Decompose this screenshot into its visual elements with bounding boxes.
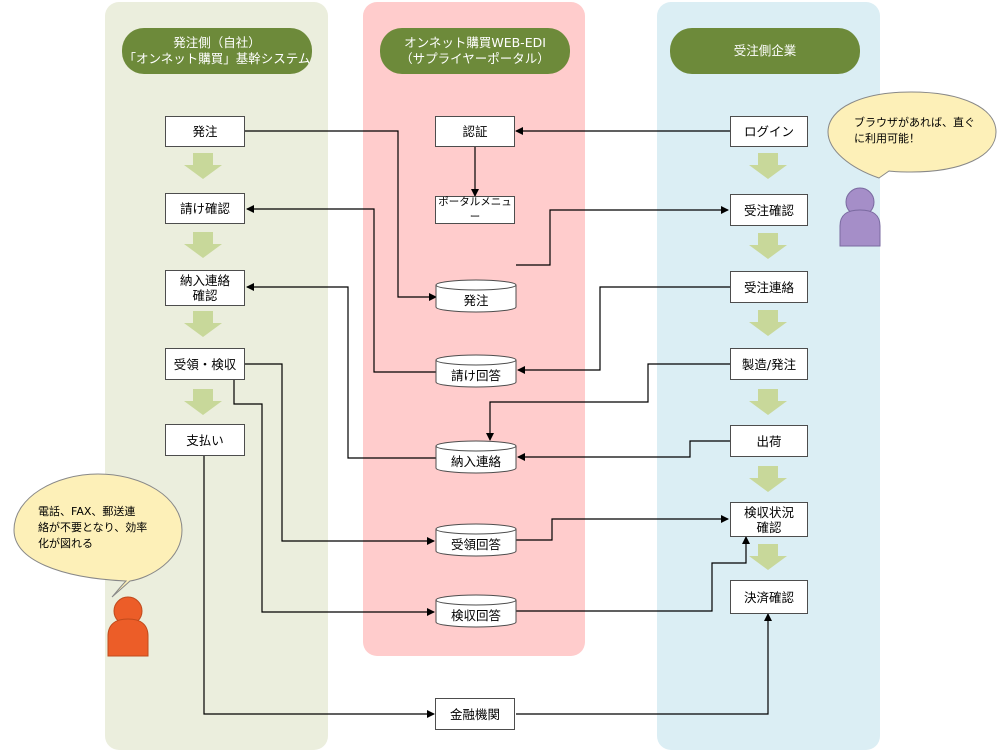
lane-header-edi-line1: オンネット購買WEB-EDI <box>404 35 546 50</box>
lane-header-buyer-line2: 「オンネット購買」基幹システム <box>123 51 311 66</box>
lane-header-supplier-line1: 受注側企業 <box>733 43 797 58</box>
edi-auth-box: 認証 <box>435 116 515 147</box>
buyer-receive-inspect-box: 受領・検収 <box>165 348 245 380</box>
supplier-order-contact-label: 受注連絡 <box>743 279 794 295</box>
step-arrows-right <box>749 153 787 570</box>
edi-order-store-label: 発注 <box>463 292 489 308</box>
supplier-bubble-line2: に利用可能！ <box>854 132 920 145</box>
buyer-bubble-line2: 絡が不要となり、効率 <box>38 521 148 534</box>
edi-auth-label: 認証 <box>462 124 488 139</box>
lane-header-supplier: 受注側企業 <box>670 28 860 74</box>
lane-header-buyer: 発注側（自社） 「オンネット購買」基幹システム <box>122 28 312 74</box>
supplier-inspection-status-box: 検収状況 確認 <box>730 502 808 537</box>
supplier-login-box: ログイン <box>730 116 808 147</box>
buyer-bubble-line1: 電話、FAX、郵送連 <box>38 505 136 518</box>
speech-bubble-buyer <box>13 473 183 598</box>
edi-accept-reply-store-label: 請け回答 <box>450 367 501 383</box>
supplier-login-label: ログイン <box>743 124 794 139</box>
supplier-person-icon <box>839 187 881 247</box>
edi-portal-menu-label: ポータルメニュー <box>438 196 512 223</box>
buyer-accept-confirm-box: 請け確認 <box>165 193 245 224</box>
supplier-manufacture-box: 製造/発注 <box>730 348 808 380</box>
edi-accept-reply-store: 請け回答 <box>435 354 517 388</box>
speech-bubble-supplier <box>827 91 997 179</box>
supplier-inspection-status-label-1: 検収状況 <box>743 504 794 520</box>
supplier-order-confirm-box: 受注確認 <box>730 194 808 226</box>
edi-delivery-notice-store: 納入連絡 <box>435 440 517 474</box>
edi-portal-menu-box: ポータルメニュー <box>435 196 515 224</box>
step-arrows-left <box>184 153 222 415</box>
edi-receipt-reply-store: 受領回答 <box>435 523 517 557</box>
supplier-bubble-line1: ブラウザがあれば、直ぐ <box>854 116 975 129</box>
buyer-bubble-text: 電話、FAX、郵送連 絡が不要となり、効率 化が図れる <box>38 504 168 552</box>
edi-receipt-reply-store-label: 受領回答 <box>450 536 501 552</box>
buyer-person-icon <box>107 596 149 657</box>
buyer-payment-label: 支払い <box>186 432 224 448</box>
supplier-manufacture-label: 製造/発注 <box>741 356 797 372</box>
buyer-order-label: 発注 <box>192 124 218 139</box>
supplier-inspection-status-label-2: 確認 <box>756 519 782 535</box>
supplier-settlement-label: 決済確認 <box>743 589 794 605</box>
supplier-settlement-box: 決済確認 <box>730 580 808 614</box>
supplier-shipping-box: 出荷 <box>730 425 808 457</box>
buyer-accept-confirm-label: 請け確認 <box>179 201 230 216</box>
buyer-delivery-confirm-label-2: 確認 <box>192 288 218 303</box>
lane-header-edi-line2: （サプライヤーポータル） <box>400 51 550 66</box>
supplier-bubble-text: ブラウザがあれば、直ぐ に利用可能！ <box>854 115 984 147</box>
buyer-bubble-line3: 化が図れる <box>38 537 93 550</box>
edi-order-store: 発注 <box>435 279 517 313</box>
buyer-delivery-confirm-label-1: 納入連絡 <box>179 273 230 288</box>
lane-header-buyer-line1: 発注側（自社） <box>173 35 261 50</box>
edi-inspection-reply-store: 検収回答 <box>435 594 517 628</box>
buyer-payment-box: 支払い <box>165 424 245 456</box>
bank-box: 金融機関 <box>435 698 515 730</box>
edi-inspection-reply-store-label: 検収回答 <box>450 607 501 623</box>
buyer-receive-inspect-label: 受領・検収 <box>173 356 237 372</box>
buyer-delivery-confirm-box: 納入連絡 確認 <box>165 270 245 306</box>
supplier-order-confirm-label: 受注確認 <box>743 202 794 218</box>
lane-header-edi: オンネット購買WEB-EDI （サプライヤーポータル） <box>380 28 570 74</box>
supplier-shipping-label: 出荷 <box>756 433 782 449</box>
edi-delivery-notice-store-label: 納入連絡 <box>450 453 501 469</box>
bank-label: 金融機関 <box>449 706 500 722</box>
buyer-order-box: 発注 <box>165 116 245 147</box>
supplier-order-contact-box: 受注連絡 <box>730 271 808 303</box>
